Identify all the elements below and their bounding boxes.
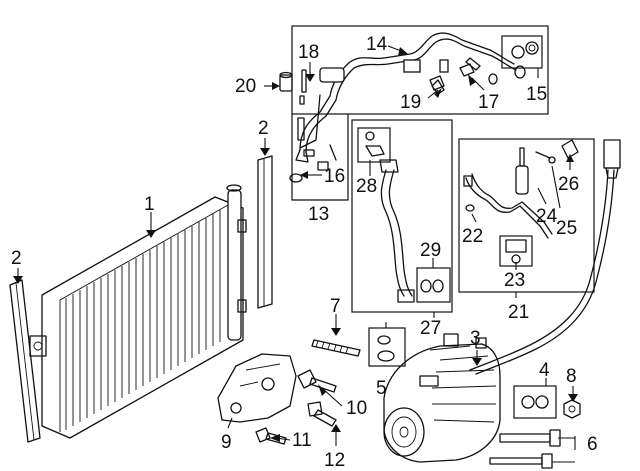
bolt-11	[255, 427, 287, 445]
leader-lines	[13, 45, 578, 463]
callout-9: 9	[221, 432, 232, 453]
callout-6: 6	[587, 434, 598, 455]
bolts-6	[489, 429, 561, 469]
callout-2-left: 2	[11, 248, 22, 269]
side-seal-left	[9, 279, 41, 443]
box-group-13	[291, 114, 349, 201]
bracket	[217, 353, 297, 423]
pressure-line	[469, 139, 621, 375]
box-group-27	[351, 119, 453, 313]
callout-2-right: 2	[258, 118, 269, 139]
box-item-28	[357, 127, 391, 163]
item-4-orings	[521, 395, 549, 409]
callout-19: 19	[400, 92, 421, 113]
callout-28: 28	[356, 176, 377, 197]
item-23-parts	[505, 239, 527, 264]
callout-17: 17	[478, 92, 499, 113]
callout-15: 15	[526, 84, 547, 105]
callout-7: 7	[330, 296, 341, 317]
box-item-5	[368, 327, 406, 367]
bolt-10	[297, 369, 337, 393]
bolt-12	[307, 401, 337, 427]
callout-18: 18	[298, 42, 319, 63]
callout-12: 12	[324, 450, 345, 471]
callout-25: 25	[556, 218, 577, 239]
hose-13-detail	[289, 94, 337, 183]
item-5-parts	[377, 335, 395, 362]
item-20	[279, 71, 293, 92]
callout-13: 13	[308, 204, 329, 225]
callout-23: 23	[504, 270, 525, 291]
box-group-21	[458, 138, 595, 293]
side-seal-right	[257, 155, 273, 309]
callout-3: 3	[470, 328, 481, 349]
callout-22: 22	[462, 226, 483, 247]
callout-16: 16	[324, 166, 345, 187]
callout-21: 21	[508, 302, 529, 323]
valve-18	[301, 69, 307, 93]
item-15-orings	[511, 41, 539, 59]
item-22-oring	[465, 204, 475, 212]
callout-5: 5	[376, 378, 387, 399]
callout-1: 1	[144, 194, 155, 215]
hose-28	[365, 131, 415, 303]
compressor	[383, 333, 501, 463]
item-29-orings	[420, 279, 444, 293]
callout-8: 8	[566, 366, 577, 387]
callout-10: 10	[346, 398, 367, 419]
suction-hose	[295, 32, 526, 163]
callout-27: 27	[420, 318, 441, 339]
liquid-line	[463, 139, 579, 239]
box-item-15	[501, 35, 543, 69]
condenser	[29, 184, 247, 439]
callout-20: 20	[235, 76, 256, 97]
callout-4: 4	[539, 360, 550, 381]
callout-24: 24	[536, 206, 558, 227]
nut-8	[563, 399, 581, 419]
callout-14: 14	[366, 34, 388, 55]
callout-11: 11	[292, 430, 312, 451]
valve-17	[459, 63, 475, 77]
box-item-4	[513, 385, 557, 419]
stud-7	[311, 339, 361, 357]
box-hose-assembly	[291, 25, 549, 115]
callout-26: 26	[558, 174, 579, 195]
cap-19	[429, 75, 445, 91]
callout-29: 29	[420, 240, 441, 261]
